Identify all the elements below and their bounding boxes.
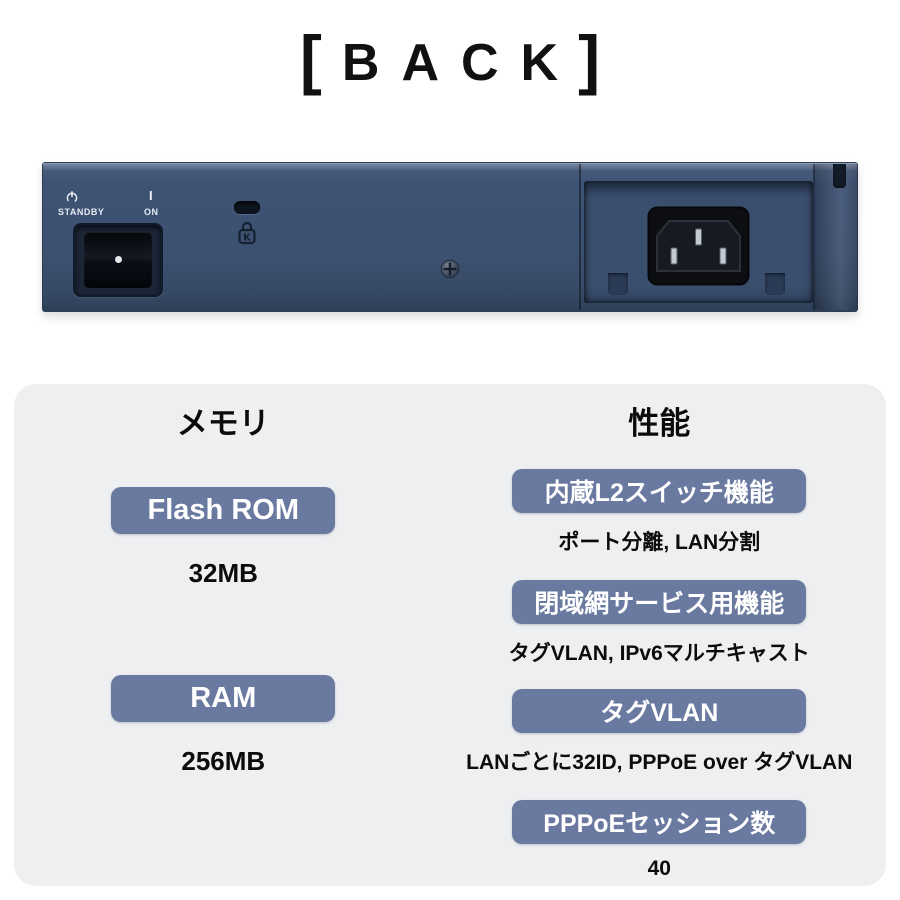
kensington-slot: [234, 201, 260, 214]
spec-badge-closed-network: 閉域網サービス用機能: [512, 580, 807, 624]
spec-badge-flash-rom: Flash ROM: [111, 487, 336, 534]
standby-label: STANDBY: [58, 207, 105, 217]
title-bracket-open: [: [299, 22, 322, 96]
on-label: ON: [144, 207, 159, 217]
spec-value-ram: 256MB: [181, 746, 266, 776]
power-rocker-switch: [73, 223, 163, 297]
page-title: [ BACK ]: [0, 26, 900, 100]
svg-text:K: K: [243, 233, 252, 244]
device-back-photo: STANDBY I ON K: [42, 162, 858, 312]
power-standby-icon: [66, 191, 78, 204]
inlet-clip-left: [608, 273, 628, 295]
rocker-indicator-dot: [114, 255, 122, 263]
spec-panel: メモリ Flash ROM 32MB RAM 256MB 性能 内蔵L2スイッチ…: [14, 384, 886, 886]
performance-column: 性能 内蔵L2スイッチ機能 ポート分離, LAN分割 閉域網サービス用機能 タグ…: [433, 384, 886, 886]
spec-value-flash-rom: 32MB: [188, 558, 258, 588]
device-chassis: STANDBY I ON K: [42, 162, 858, 312]
spec-value-closed-network: タグVLAN, IPv6マルチキャスト: [508, 642, 810, 665]
power-inlet-recess: [584, 181, 813, 303]
chassis-top-edge: [43, 163, 857, 172]
spec-value-l2-switch: ポート分離, LAN分割: [558, 531, 761, 554]
spec-badge-pppoe-sessions: PPPoEセッション数: [512, 800, 807, 844]
on-symbol: I: [149, 188, 153, 203]
screw-icon: [440, 259, 460, 279]
memory-column: メモリ Flash ROM 32MB RAM 256MB: [14, 384, 433, 886]
performance-heading: 性能: [628, 406, 691, 441]
kensington-lock-icon: K: [238, 221, 256, 245]
spec-value-pppoe-sessions: 40: [647, 857, 671, 880]
spec-badge-tag-vlan: タグVLAN: [512, 689, 807, 733]
mount-slot: [833, 164, 846, 188]
chassis-seam-right: [813, 164, 815, 310]
title-text: BACK: [341, 34, 581, 92]
inlet-clip-right: [765, 273, 785, 295]
rocker: [84, 232, 152, 288]
spec-badge-l2-switch: 内蔵L2スイッチ機能: [512, 469, 807, 513]
spec-value-tag-vlan: LANごとに32ID, PPPoE over タグVLAN: [466, 751, 853, 774]
memory-heading: メモリ: [176, 406, 270, 441]
spec-badge-ram: RAM: [111, 675, 336, 722]
chassis-flange: [815, 164, 858, 310]
chassis-seam-left: [579, 164, 581, 310]
title-bracket-close: ]: [578, 22, 601, 96]
ac-inlet-icon: [647, 206, 750, 286]
